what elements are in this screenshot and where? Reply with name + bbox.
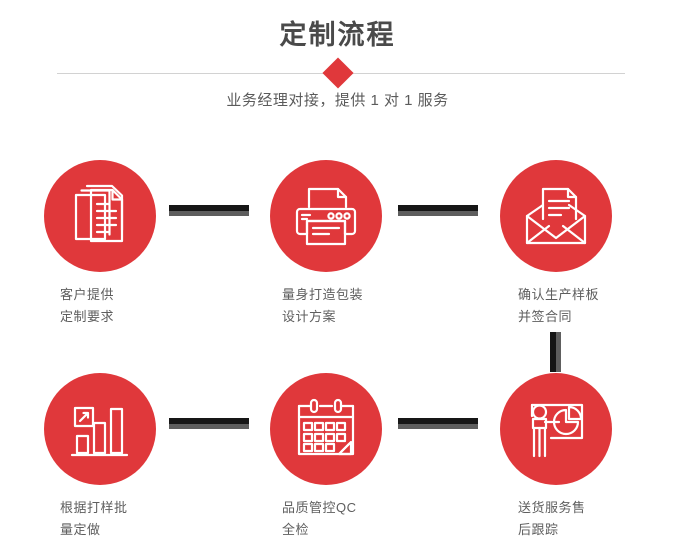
step-label-6: 送货服务售 后跟踪	[518, 500, 586, 537]
connector-horizontal-1	[169, 205, 249, 216]
step-circle-4	[44, 373, 156, 485]
connector-bar-dark	[398, 418, 478, 424]
step-label-5: 品质管控QC 全检	[282, 500, 357, 537]
connector-bar-dark	[169, 205, 249, 211]
bar-chart-icon	[67, 396, 133, 462]
presentation-icon	[523, 396, 589, 462]
envelope-icon	[523, 183, 589, 249]
connector-vertical-1	[550, 332, 561, 372]
step-circle-5	[270, 373, 382, 485]
step-circle-1	[44, 160, 156, 272]
connector-bar-light	[556, 332, 561, 372]
calendar-icon	[293, 396, 359, 462]
page-subtitle: 业务经理对接，提供 1 对 1 服务	[226, 92, 449, 109]
connector-bar-light	[169, 424, 249, 429]
printer-icon	[293, 183, 359, 249]
step-circle-6	[500, 373, 612, 485]
connector-bar-dark	[550, 332, 556, 372]
connector-bar-light	[398, 211, 478, 216]
connector-bar-light	[398, 424, 478, 429]
connector-horizontal-2	[398, 205, 478, 216]
connector-bar-light	[169, 211, 249, 216]
connector-horizontal-3	[169, 418, 249, 429]
page-title: 定制流程	[279, 20, 396, 50]
documents-icon	[67, 183, 133, 249]
step-label-1: 客户提供 定制要求	[60, 287, 115, 324]
step-label-4: 根据打样批 量定做	[60, 500, 128, 537]
step-circle-2	[270, 160, 382, 272]
connector-bar-dark	[398, 205, 478, 211]
step-label-2: 量身打造包装 设计方案	[282, 287, 364, 324]
header: 定制流程 业务经理对接，提供 1 对 1 服务	[0, 0, 675, 125]
connector-horizontal-4	[398, 418, 478, 429]
step-circle-3	[500, 160, 612, 272]
step-label-3: 确认生产样板 并签合同	[518, 287, 600, 324]
connector-bar-dark	[169, 418, 249, 424]
